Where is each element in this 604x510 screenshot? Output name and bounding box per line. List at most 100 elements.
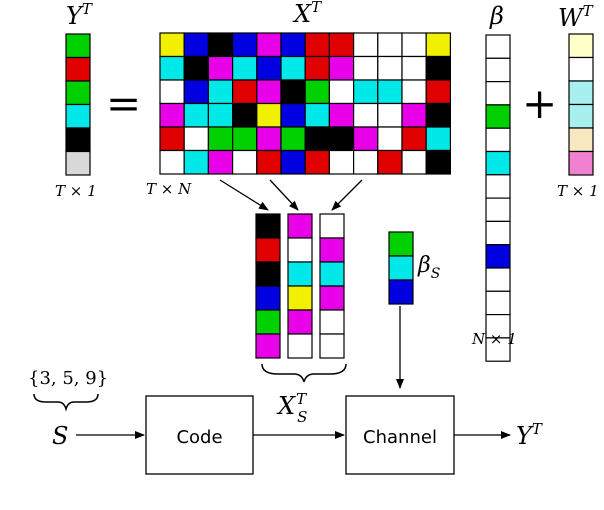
x-matrix-cell	[256, 79, 282, 105]
channel-label: Channel	[363, 427, 437, 448]
xs-col-3-cell	[319, 261, 345, 287]
x-matrix-cell	[377, 149, 403, 175]
x-matrix-cell	[377, 32, 403, 58]
x-matrix-cell	[328, 126, 355, 152]
x-matrix	[159, 32, 452, 175]
x-matrix-cell	[353, 32, 379, 58]
x-matrix-cell	[304, 102, 331, 128]
x-matrix-cell	[328, 32, 355, 58]
xs-col-2-cell	[287, 213, 313, 239]
beta-cell	[485, 337, 511, 362]
x-matrix-cell	[328, 55, 355, 81]
xs-columns	[255, 213, 345, 359]
x-matrix-cell	[256, 32, 282, 58]
xs-col-1-cell	[255, 213, 281, 239]
x-matrix-cell	[183, 55, 209, 81]
xs-col-3-cell	[319, 333, 345, 359]
x-matrix-cell	[280, 102, 306, 128]
xs-col-2-cell	[287, 309, 313, 335]
equals-sign: =	[106, 79, 141, 128]
x-matrix-cell	[377, 79, 403, 105]
code-label: Code	[176, 427, 222, 448]
x-matrix-cell	[425, 79, 452, 105]
y-cell	[65, 33, 91, 59]
x-matrix-cell	[280, 126, 306, 152]
beta-vector	[485, 34, 511, 362]
x-matrix-cell	[304, 79, 331, 105]
x-matrix-cell	[232, 126, 258, 152]
xs-col-3-cell	[319, 285, 345, 311]
xs-col-3-cell	[319, 309, 345, 335]
x-matrix-cell	[425, 126, 452, 152]
x-matrix-cell	[159, 102, 185, 128]
x-matrix-cell	[280, 32, 306, 58]
x-matrix-cell	[401, 102, 427, 128]
xs-col-2-cell	[287, 237, 313, 263]
beta-cell	[485, 174, 511, 199]
x-matrix-cell	[183, 102, 209, 128]
x-matrix-cell	[401, 32, 427, 58]
xs-col-1-cell	[255, 237, 281, 263]
n-by-1-label: N × 1	[471, 330, 517, 348]
x-matrix-cell	[377, 102, 403, 128]
x-matrix-cell	[425, 149, 452, 175]
xs-col-2-cell	[287, 285, 313, 311]
select-arrow-3	[331, 179, 363, 211]
wt-label: WT	[558, 2, 594, 32]
w-cell	[568, 127, 594, 153]
beta-cell	[485, 34, 511, 59]
y-cell	[65, 103, 91, 129]
x-matrix-cell	[207, 55, 234, 81]
xs-col-1-cell	[255, 285, 281, 311]
x-matrix-cell	[232, 79, 258, 105]
x-matrix-cell	[353, 79, 379, 105]
beta-cell	[485, 104, 511, 129]
beta-s-vector	[388, 231, 414, 305]
x-matrix-cell	[207, 79, 234, 105]
x-matrix-cell	[304, 55, 331, 81]
x-matrix-cell	[425, 55, 452, 81]
xs-col-3-cell	[319, 237, 345, 263]
x-matrix-cell	[159, 149, 185, 175]
x-matrix-cell	[353, 102, 379, 128]
x-matrix-cell	[353, 149, 379, 175]
beta-cell	[485, 197, 511, 223]
caption-clip	[0, 498, 604, 510]
x-matrix-cell	[425, 102, 452, 128]
x-matrix-cell	[401, 126, 427, 152]
channel-box	[345, 395, 455, 475]
x-matrix-cell	[159, 79, 185, 105]
w-cell	[568, 33, 594, 59]
x-matrix-cell	[328, 102, 355, 128]
x-matrix-cell	[328, 79, 355, 105]
x-matrix-cell	[159, 126, 185, 152]
t-by-1-right-label: T × 1	[557, 182, 599, 200]
x-matrix-cell	[280, 79, 306, 105]
w-cell	[568, 103, 594, 129]
x-matrix-cell	[256, 102, 282, 128]
x-matrix-cell	[159, 32, 185, 58]
x-matrix-cell	[183, 32, 209, 58]
y-vector	[65, 33, 91, 176]
beta-cell	[485, 290, 511, 316]
x-matrix-cell	[207, 102, 234, 128]
beta-s-cell	[388, 255, 414, 281]
beta-cell	[485, 57, 511, 83]
xs-col-1-cell	[255, 309, 281, 335]
x-matrix-cell	[232, 55, 258, 81]
x-matrix-cell	[401, 149, 427, 175]
x-matrix-cell	[256, 55, 282, 81]
w-cell	[568, 56, 594, 82]
select-arrow-1	[219, 179, 269, 211]
beta-cell	[485, 80, 511, 106]
y-cell	[65, 127, 91, 153]
x-matrix-cell	[304, 32, 331, 58]
x-matrix-cell	[401, 79, 427, 105]
beta-label: β	[489, 2, 504, 30]
x-matrix-cell	[232, 102, 258, 128]
code-box	[145, 395, 254, 475]
x-matrix-cell	[377, 55, 403, 81]
yt-output-label: YT	[516, 420, 543, 450]
beta-cell	[485, 244, 511, 269]
x-matrix-cell	[328, 149, 355, 175]
